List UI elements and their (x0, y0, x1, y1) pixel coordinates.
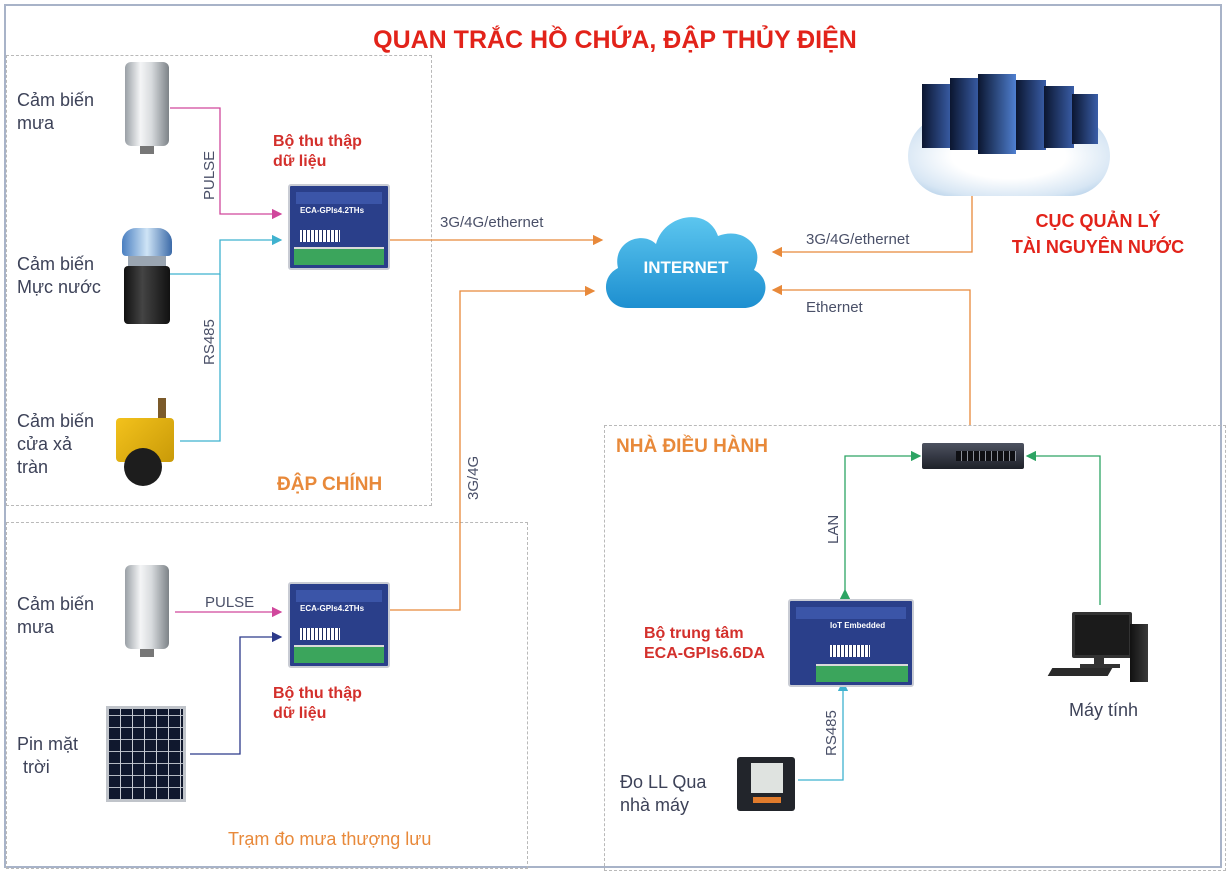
wire-label-3g4g-ethernet-2: 3G/4G/ethernet (806, 231, 910, 248)
rain-sensor-2-image (125, 565, 169, 649)
rain-sensor-1-image (125, 62, 169, 146)
internet-cloud-icon (605, 217, 766, 308)
zone-label-nha-dieu-hanh: NHÀ ĐIỀU HÀNH (616, 436, 768, 457)
wire-label-pulse-2: PULSE (205, 594, 255, 611)
power-meter-image (737, 757, 795, 811)
wire-computer-switch (1025, 450, 1101, 605)
zone-nha-dieu-hanh (604, 425, 1226, 871)
level-sensor-image (118, 228, 180, 324)
zone-label-dap-chinh: ĐẬP CHÍNH (277, 474, 383, 495)
wire-label-ethernet: Ethernet (806, 299, 863, 316)
wire-label-rs485-2: RS485 (823, 710, 840, 756)
wire-solar (190, 631, 283, 755)
wire-label-rs485-1: RS485 (201, 319, 218, 365)
internet-label: INTERNET (643, 258, 729, 277)
computer-label: Máy tính (1069, 700, 1139, 720)
wire-cuc-internet (771, 196, 973, 258)
wire-rs485-gate (180, 274, 221, 442)
network-switch-image (922, 443, 1024, 469)
rain-sensor-2-foot (140, 649, 154, 657)
diagram-frame (4, 4, 1222, 868)
wire-rs485-meter (798, 680, 849, 781)
wire-rs485-level (158, 234, 283, 275)
zone-dap-chinh (6, 55, 432, 506)
rain-sensor-1-foot (140, 146, 154, 154)
wire-label-3g4g: 3G/4G (465, 455, 482, 500)
zone-label-tram-do-mua: Trạm đo mưa thượng lưu (228, 829, 432, 849)
zone-tram-do-mua (6, 522, 528, 869)
computer-image (1047, 608, 1150, 684)
wire-switch-internet (771, 284, 971, 425)
wire-lan (839, 450, 922, 600)
wire-collector2-internet (388, 285, 596, 611)
wire-label-3g4g-ethernet-1: 3G/4G/ethernet (440, 214, 544, 231)
server-cloud-image (908, 72, 1110, 198)
solar-panel-image (106, 706, 186, 802)
collector-1-device: ECA-GPIs4.2THs (288, 184, 390, 270)
collector-2-device: ECA-GPIs4.2THs (288, 582, 390, 668)
center-device: IoT Embedded (788, 599, 914, 687)
wire-pulse-1 (170, 107, 283, 220)
page-title: QUAN TRẮC HỒ CHỨA, ĐẬP THỦY ĐIỆN (373, 26, 857, 54)
gate-sensor-image (116, 398, 178, 488)
wire-label-lan: LAN (825, 514, 842, 544)
wire-label-pulse-1: PULSE (201, 150, 218, 200)
